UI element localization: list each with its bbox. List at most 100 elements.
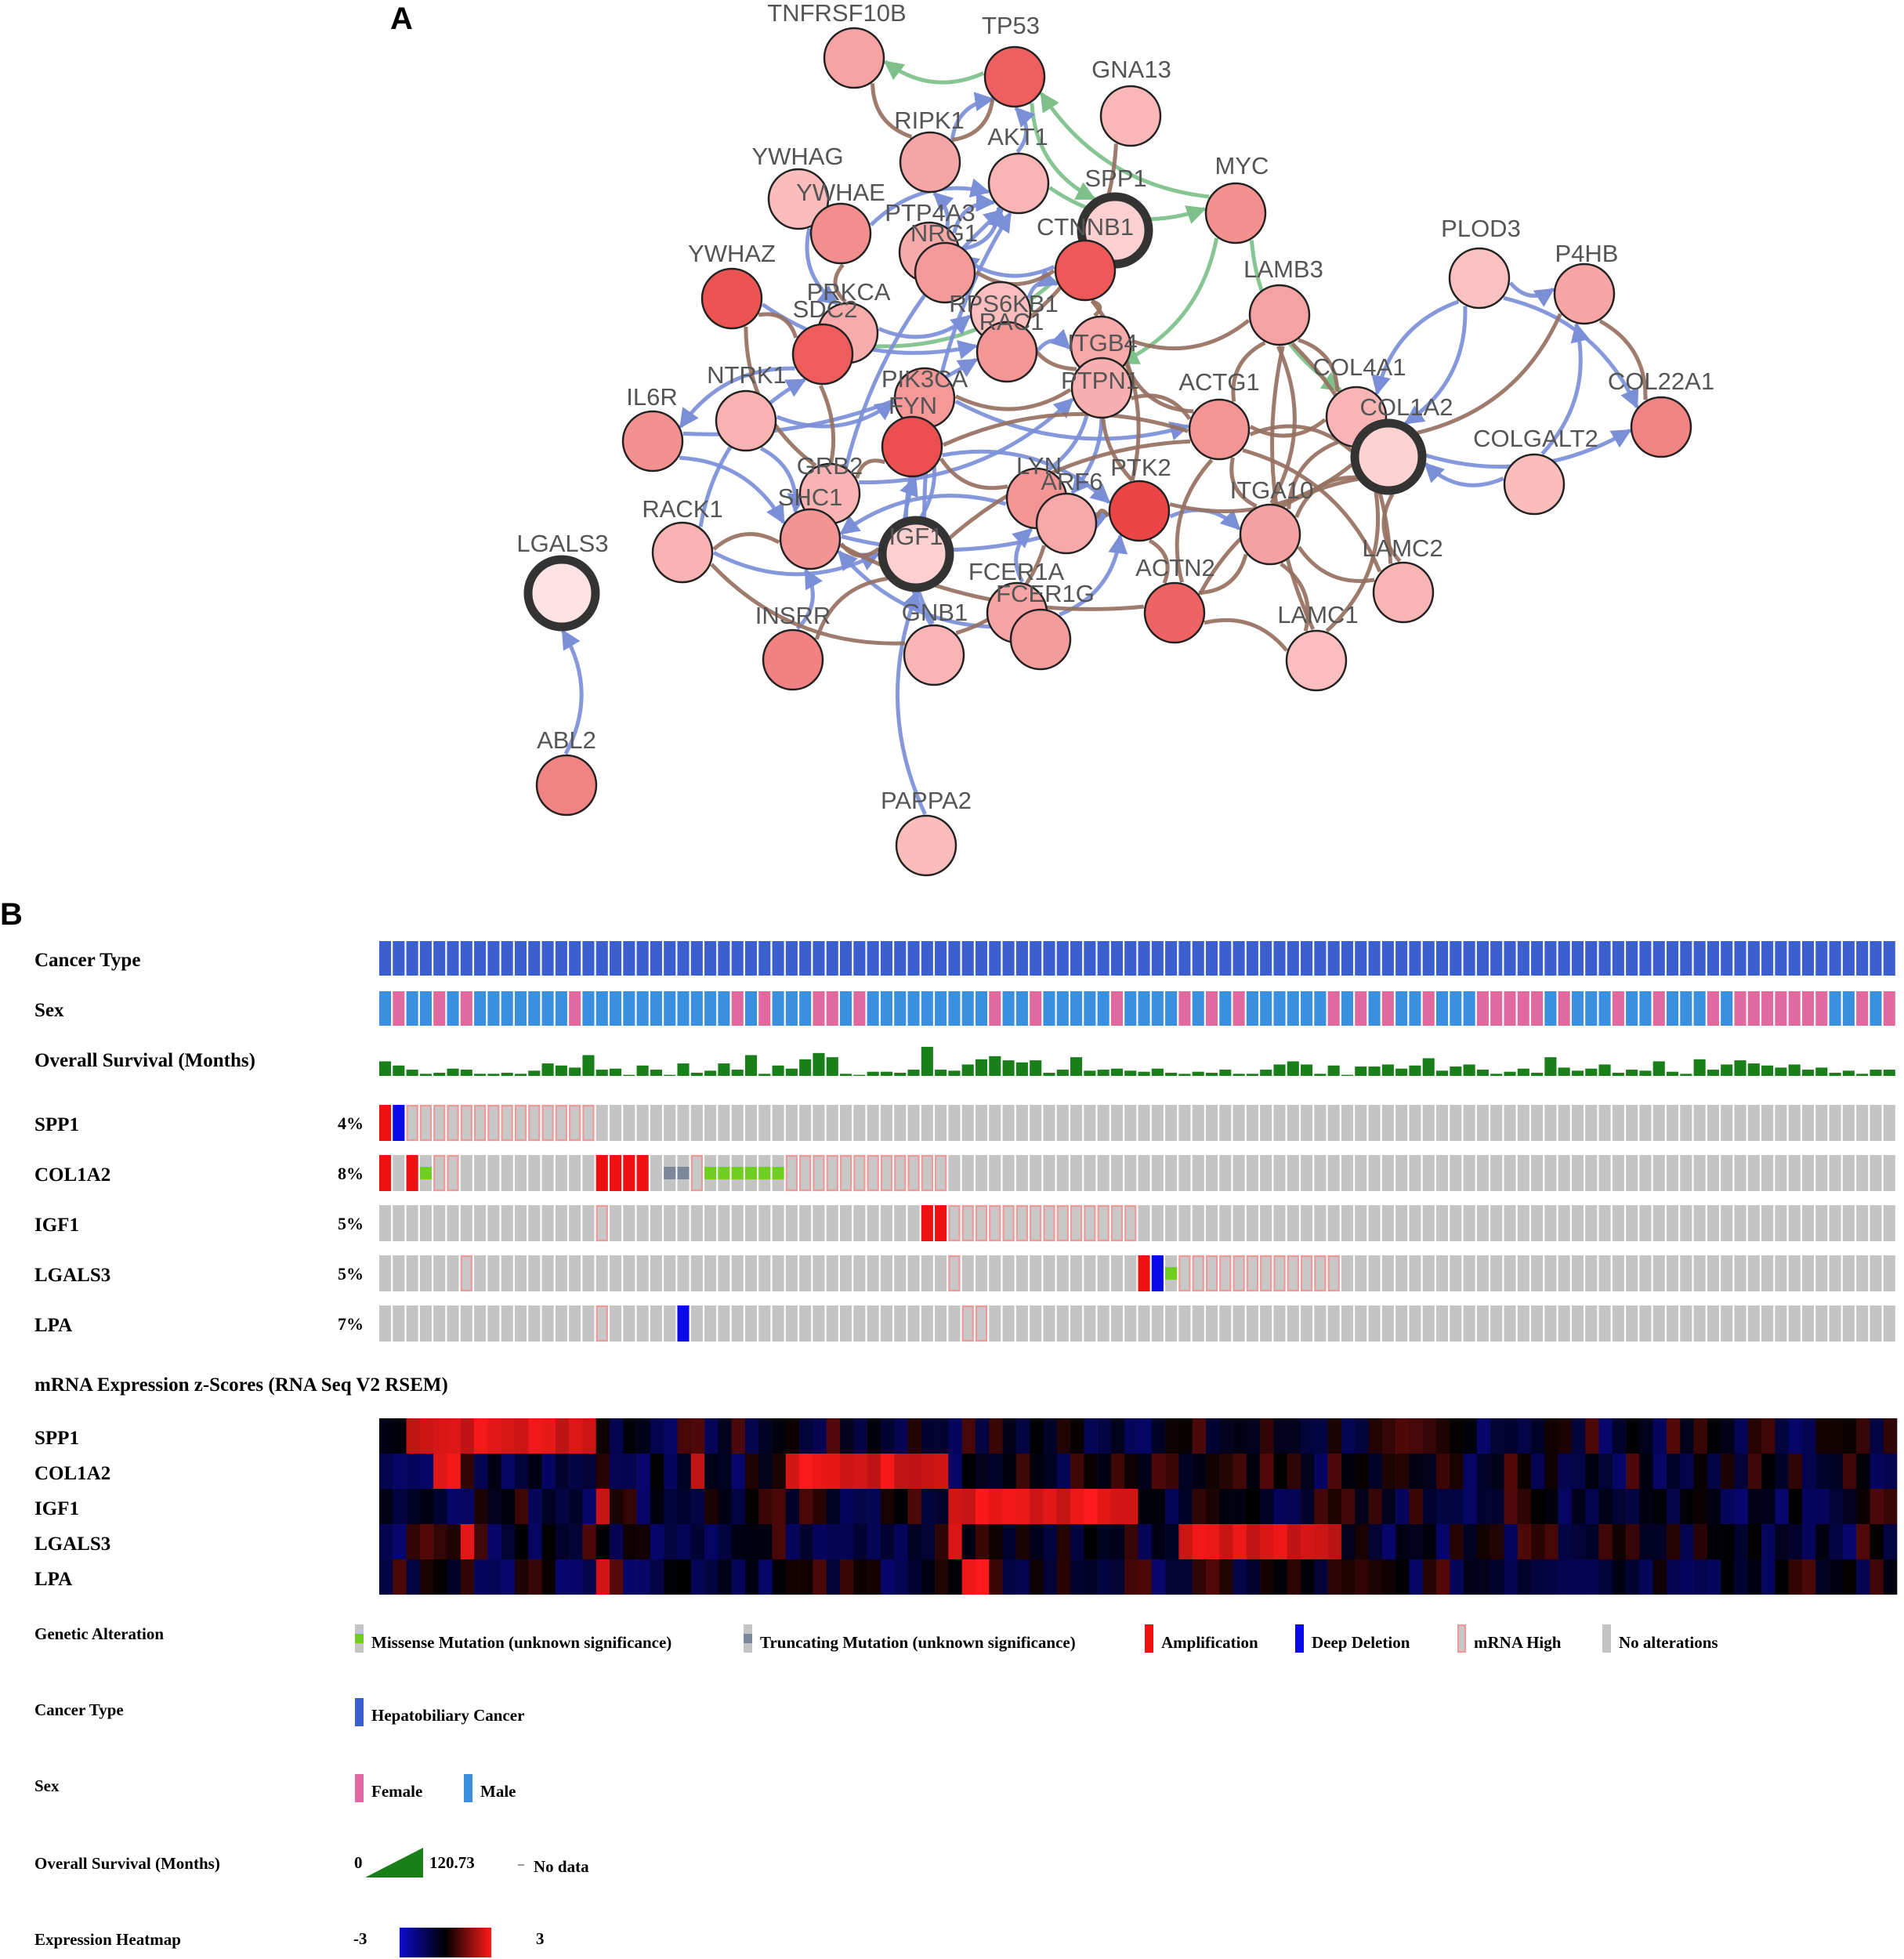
node-itga10[interactable] (1239, 503, 1301, 566)
sex-cell (1639, 991, 1652, 1026)
alteration-cell (826, 1305, 838, 1342)
heatmap-cell (1747, 1489, 1762, 1524)
node-actg1[interactable] (1188, 398, 1251, 461)
node-fyn[interactable] (881, 415, 943, 478)
heatmap-cell (514, 1418, 529, 1454)
heatmap-row-label-igf1: IGF1 (34, 1498, 79, 1519)
node-lamc2[interactable] (1372, 561, 1435, 624)
node-p4hb[interactable] (1553, 263, 1616, 325)
alteration-cell (1151, 1155, 1164, 1191)
heatmap-cell (1531, 1418, 1545, 1454)
node-ptpn1[interactable] (1070, 357, 1133, 419)
node-akt1[interactable] (987, 152, 1050, 215)
node-insrr[interactable] (762, 628, 824, 691)
node-label-shc1: SHC1 (778, 483, 843, 511)
node-ptk2[interactable] (1108, 480, 1171, 542)
legend-label-missense: Missense Mutation (unknown significance) (371, 1633, 671, 1652)
cancer-type-cell (731, 941, 744, 976)
node-gna13[interactable] (1099, 85, 1162, 147)
node-igf1[interactable] (878, 516, 954, 592)
heatmap-cell (1422, 1559, 1437, 1595)
alteration-cell (1070, 1204, 1083, 1242)
alteration-cell (1002, 1204, 1015, 1242)
heatmap-cell (460, 1489, 475, 1524)
node-lamb3[interactable] (1248, 284, 1311, 346)
node-colgalt2[interactable] (1503, 453, 1566, 516)
node-arf6[interactable] (1035, 492, 1098, 555)
sex-cell (853, 991, 866, 1026)
node-label-akt1: AKT1 (987, 123, 1048, 150)
node-il6r[interactable] (621, 410, 684, 473)
survival-bar (989, 1056, 1001, 1076)
survival-bar (1598, 1064, 1611, 1076)
heatmap-cell (1015, 1418, 1030, 1454)
alteration-cell (1490, 1205, 1503, 1241)
node-tp53[interactable] (983, 45, 1046, 108)
node-sdc2[interactable] (791, 323, 854, 386)
heatmap-cell (840, 1418, 854, 1454)
node-lgals3[interactable] (523, 555, 600, 632)
node-col1a2[interactable] (1350, 418, 1427, 495)
alteration-cell (690, 1305, 703, 1342)
heatmap-cell (541, 1418, 556, 1454)
node-rac1[interactable] (976, 320, 1038, 383)
survival-bar (1273, 1064, 1286, 1076)
heatmap-cell (1801, 1418, 1816, 1454)
node-shc1[interactable] (779, 508, 842, 570)
alteration-cell (772, 1255, 784, 1291)
cancer-type-cell (840, 941, 852, 976)
heatmap-cell (1680, 1454, 1694, 1489)
node-actn2[interactable] (1143, 581, 1206, 644)
node-col22a1[interactable] (1630, 396, 1692, 458)
alteration-cell (1476, 1305, 1489, 1342)
alteration-cell (1517, 1305, 1529, 1342)
sex-cell (731, 991, 744, 1026)
node-tnfrsf10b[interactable] (823, 27, 885, 89)
node-ywhaz[interactable] (700, 267, 763, 330)
alteration-cell (623, 1255, 635, 1291)
heatmap-cell (541, 1489, 556, 1524)
heatmap-cell (813, 1489, 827, 1524)
node-myc[interactable] (1204, 182, 1267, 244)
node-ywhag[interactable] (767, 168, 830, 230)
alteration-cell (1368, 1155, 1381, 1191)
alteration-cell (1870, 1205, 1882, 1241)
node-ntrk1[interactable] (715, 389, 777, 452)
heatmap-cell (1314, 1559, 1328, 1595)
node-ripk1[interactable] (899, 131, 961, 194)
heatmap-cell (1043, 1524, 1058, 1559)
node-rack1[interactable] (651, 521, 714, 584)
alteration-cell (1531, 1255, 1544, 1291)
alteration-cell (1355, 1205, 1367, 1241)
node-gnb1[interactable] (903, 624, 965, 686)
node-fcer1g[interactable] (1009, 608, 1072, 671)
survival-bar (921, 1046, 933, 1076)
heatmap-cell (1815, 1454, 1830, 1489)
heatmap-cell (1097, 1418, 1112, 1454)
alteration-cell (840, 1105, 852, 1141)
node-lamc1[interactable] (1285, 629, 1348, 692)
heatmap-cell (1870, 1559, 1884, 1595)
alteration-cell (1504, 1155, 1516, 1191)
node-ywhae[interactable] (809, 202, 872, 265)
alteration-cell (934, 1154, 947, 1192)
sex-cell (1219, 991, 1232, 1026)
heatmap-cell (595, 1524, 610, 1559)
heatmap-cell (853, 1454, 867, 1489)
heatmap-cell (961, 1454, 976, 1489)
cancer-type-cell (1558, 941, 1570, 976)
node-ctnnb1[interactable] (1054, 239, 1117, 302)
alteration-cell (623, 1205, 635, 1241)
node-plod3[interactable] (1448, 247, 1511, 310)
alteration-cell (1056, 1255, 1069, 1291)
sex-cell (1233, 991, 1245, 1026)
heatmap-cell (1693, 1559, 1708, 1595)
alteration-cell (826, 1255, 838, 1291)
heatmap-cell (894, 1418, 908, 1454)
survival-bar (1463, 1064, 1475, 1076)
node-nrg1[interactable] (914, 241, 976, 304)
node-pappa2[interactable] (895, 814, 957, 877)
node-abl2[interactable] (535, 754, 598, 817)
survival-bar (1435, 1070, 1449, 1076)
heatmap-cell (1571, 1489, 1586, 1524)
